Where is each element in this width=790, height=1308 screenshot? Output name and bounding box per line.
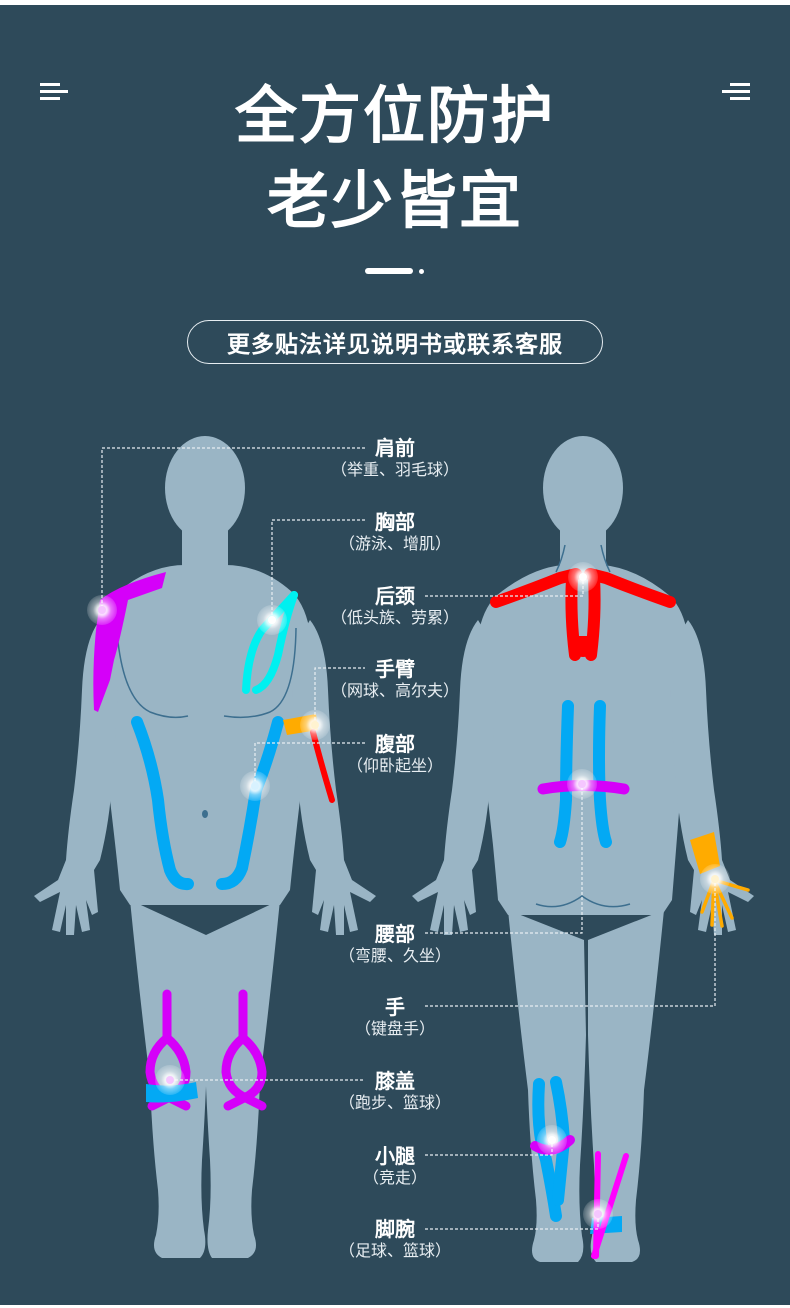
label-sub: （跑步、篮球） [338, 1093, 451, 1112]
connector-lines [101, 447, 716, 1230]
label-name: 腰部 [375, 922, 415, 946]
label-chest: 胸部 （游泳、增肌） [295, 510, 495, 554]
tape-knee-front [145, 989, 267, 1111]
label-lower-back: 腰部 （弯腰、久坐） [295, 922, 495, 966]
label-name: 小腿 [375, 1144, 415, 1168]
label-ankle: 脚腕 （足球、篮球） [295, 1217, 495, 1261]
marker-calf [537, 1125, 567, 1155]
front-body-figure [34, 436, 376, 1258]
marker-ankle [583, 1199, 613, 1229]
glow-markers [87, 562, 730, 1229]
label-name: 胸部 [375, 510, 415, 534]
menu-lines-icon-left [40, 83, 70, 103]
title-line-1: 全方位防护 [234, 79, 555, 152]
label-name: 腹部 [375, 732, 415, 756]
label-name: 脚腕 [375, 1217, 415, 1241]
label-name: 后颈 [375, 584, 415, 608]
label-sub: （足球、篮球） [338, 1241, 451, 1260]
label-sub: （低头族、劳累） [330, 608, 459, 627]
label-hand: 手 （键盘手） [295, 995, 495, 1039]
label-name: 手 [385, 995, 405, 1019]
divider-dot [419, 269, 424, 274]
back-body-contours [535, 544, 631, 908]
marker-arm [300, 710, 330, 740]
label-name: 肩前 [375, 436, 415, 460]
divider-bar [365, 268, 413, 274]
navel [202, 810, 208, 818]
label-abdomen: 腹部 （仰卧起坐） [295, 732, 495, 776]
label-knee: 膝盖 （跑步、篮球） [295, 1069, 495, 1113]
marker-chest [257, 605, 287, 635]
front-body-contours [117, 627, 297, 719]
label-sub: （网球、高尔夫） [330, 681, 459, 700]
label-name: 膝盖 [375, 1069, 415, 1093]
tape-abdomen [131, 716, 284, 891]
label-sub: （仰卧起坐） [346, 756, 443, 775]
label-arm: 手臂 （网球、高尔夫） [295, 657, 495, 701]
tape-neck-back-tail [570, 636, 596, 657]
label-sub: （弯腰、久坐） [338, 946, 451, 965]
marker-shoulder-front [87, 595, 117, 625]
marker-knee [155, 1065, 185, 1095]
label-sub: （竞走） [362, 1168, 427, 1187]
label-neck-back: 后颈 （低头族、劳累） [295, 584, 495, 628]
marker-neck-back [568, 562, 598, 592]
label-sub: （键盘手） [354, 1019, 435, 1038]
label-sub: （游泳、增肌） [338, 534, 451, 553]
label-calf: 小腿 （竞走） [295, 1144, 495, 1188]
label-shoulder-front: 肩前 （举重、羽毛球） [295, 436, 495, 480]
marker-abdomen [240, 771, 270, 801]
marker-lower-back [567, 769, 597, 799]
menu-lines-icon-right [722, 83, 752, 103]
label-sub: （举重、羽毛球） [330, 460, 459, 479]
title-line-2: 老少皆宜 [266, 164, 523, 237]
notice-pill: 更多贴法详见说明书或联系客服 [187, 320, 603, 364]
label-name: 手臂 [375, 657, 415, 681]
marker-hand [700, 864, 730, 894]
